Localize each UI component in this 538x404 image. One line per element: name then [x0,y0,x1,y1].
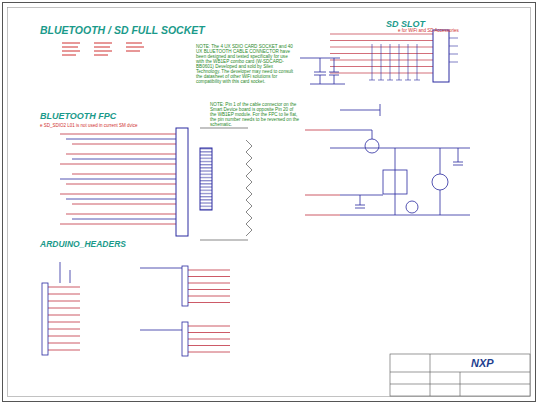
annotation: e SD_SDIO2 L01 is not used in current SM… [40,124,138,129]
wire [188,302,230,303]
wire [60,179,176,180]
wire [70,270,71,283]
wire [188,289,230,290]
wire [330,73,433,74]
wire [378,80,384,81]
wire [330,66,433,67]
wire [188,339,230,340]
wire [48,287,80,288]
wire [330,60,433,61]
sheet-title: BLUETOOTH / SD FULL SOCKET [40,25,205,37]
wire [72,219,176,220]
wire [188,276,230,277]
section-heading: ARDUINO_HEADERS [40,240,126,249]
wire [188,296,230,297]
wire [48,294,80,295]
wire [408,44,409,80]
wire [66,184,176,185]
wire [414,80,420,81]
note-text: NOTE: The 4 UX SDIO CARD SOCKET and 40 U… [196,44,296,84]
wire [66,199,176,200]
wire [48,329,80,330]
wire [66,214,176,215]
wire [381,44,382,80]
wire [390,44,391,80]
wire [188,326,230,327]
wire [369,80,375,81]
wire [66,154,176,155]
note-text: NOTE: Pin 1 of the cable connector on th… [210,102,300,127]
wire [396,80,402,81]
wire [60,164,176,165]
wire [417,44,418,80]
wire [330,47,433,48]
wire [66,139,176,140]
wire [48,350,80,351]
wire [48,336,80,337]
wire [188,345,230,346]
logo-box: NXP [468,356,499,370]
wire [188,283,230,284]
wire [330,34,433,35]
wire [72,144,176,145]
wire [140,268,182,269]
wire [405,80,411,81]
wire [72,159,176,160]
wire [48,301,80,302]
wire [48,322,80,323]
wire [48,315,80,316]
wire [372,44,373,80]
section-heading: BLUETOOTH FPC [40,112,116,122]
wire [188,332,230,333]
wire [188,352,230,353]
wire [60,224,176,225]
wire [72,174,176,175]
wire [330,40,433,41]
wire [48,343,80,344]
wire [330,53,433,54]
wire [60,134,176,135]
wire [399,44,400,80]
annotation: e for WiFi and SD Accessories [398,29,459,34]
wire [72,204,176,205]
wire [188,270,230,271]
logo-text: NXP [471,357,496,369]
wire [48,308,80,309]
wire [60,194,176,195]
wire [387,80,393,81]
wire [140,330,182,331]
wire [60,262,61,283]
